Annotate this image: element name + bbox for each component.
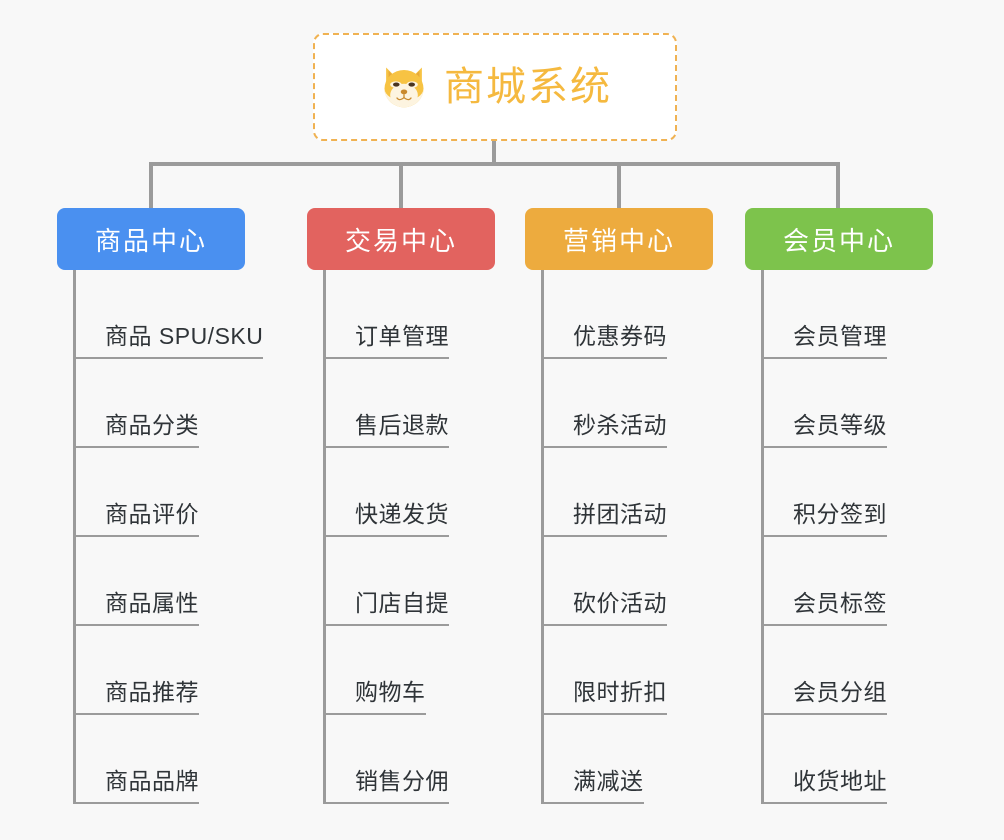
item-stub — [761, 357, 793, 359]
list-item[interactable]: 商品推荐 — [73, 626, 333, 715]
list-item-label: 商品品牌 — [105, 768, 199, 794]
list-item-label: 售后退款 — [355, 412, 449, 438]
item-stub — [73, 624, 105, 626]
list-item[interactable]: 售后退款 — [323, 359, 583, 448]
list-item[interactable]: 优惠券码 — [541, 270, 801, 359]
item-stub — [761, 446, 793, 448]
list-item[interactable]: 满减送 — [541, 715, 801, 804]
list-item[interactable]: 积分签到 — [761, 448, 1004, 537]
list-item-label: 商品属性 — [105, 590, 199, 616]
list-item[interactable]: 快递发货 — [323, 448, 583, 537]
item-stub — [761, 802, 793, 804]
root-node-mall-system[interactable]: 商城系统 — [313, 33, 677, 141]
list-item[interactable]: 门店自提 — [323, 537, 583, 626]
group-header-2[interactable]: 交易中心 — [307, 208, 495, 270]
connector-drop-3 — [617, 162, 621, 208]
list-item-label: 订单管理 — [355, 323, 449, 349]
root-node-title: 商城系统 — [444, 65, 612, 109]
item-stub — [323, 357, 355, 359]
item-stub — [761, 624, 793, 626]
item-stub — [73, 713, 105, 715]
group-items-1: 商品 SPU/SKU 商品分类 商品评价 商品属性 商品推荐 商品品牌 — [73, 270, 333, 804]
shiba-dog-face-icon — [378, 61, 430, 113]
group-header-4[interactable]: 会员中心 — [745, 208, 933, 270]
list-item-label: 购物车 — [355, 679, 426, 705]
list-item[interactable]: 限时折扣 — [541, 626, 801, 715]
group-spine-3 — [541, 270, 544, 804]
list-item-label: 商品评价 — [105, 501, 199, 527]
list-item[interactable]: 会员等级 — [761, 359, 1004, 448]
list-item-label: 商品推荐 — [105, 679, 199, 705]
group-items-4: 会员管理 会员等级 积分签到 会员标签 会员分组 收货地址 — [761, 270, 1004, 804]
list-item[interactable]: 商品品牌 — [73, 715, 333, 804]
item-stub — [73, 535, 105, 537]
list-item[interactable]: 会员管理 — [761, 270, 1004, 359]
list-item[interactable]: 拼团活动 — [541, 448, 801, 537]
group-header-label: 商品中心 — [94, 225, 207, 256]
group-header-label: 会员中心 — [782, 225, 895, 256]
item-stub — [323, 624, 355, 626]
item-stub — [541, 357, 573, 359]
list-item[interactable]: 收货地址 — [761, 715, 1004, 804]
list-item-label: 会员分组 — [793, 679, 887, 705]
item-stub — [541, 624, 573, 626]
list-item-label: 满减送 — [573, 768, 644, 794]
item-stub — [323, 535, 355, 537]
list-item-label: 快递发货 — [355, 501, 449, 527]
item-stub — [73, 357, 105, 359]
list-item[interactable]: 秒杀活动 — [541, 359, 801, 448]
group-spine-4 — [761, 270, 764, 804]
connector-drop-4 — [836, 162, 840, 208]
list-item[interactable]: 销售分佣 — [323, 715, 583, 804]
group-spine-2 — [323, 270, 326, 804]
list-item[interactable]: 商品属性 — [73, 537, 333, 626]
list-item-label: 会员等级 — [793, 412, 887, 438]
list-item[interactable]: 商品分类 — [73, 359, 333, 448]
item-stub — [761, 535, 793, 537]
list-item[interactable]: 商品评价 — [73, 448, 333, 537]
group-header-label: 交易中心 — [344, 225, 457, 256]
list-item[interactable]: 砍价活动 — [541, 537, 801, 626]
list-item[interactable]: 会员标签 — [761, 537, 1004, 626]
list-item[interactable]: 商品 SPU/SKU — [73, 270, 333, 359]
list-item-label: 商品 SPU/SKU — [105, 323, 264, 349]
list-item[interactable]: 会员分组 — [761, 626, 1004, 715]
group-spine-1 — [73, 270, 76, 804]
list-item-label: 限时折扣 — [573, 679, 667, 705]
item-stub — [541, 446, 573, 448]
group-items-3: 优惠券码 秒杀活动 拼团活动 砍价活动 限时折扣 满减送 — [541, 270, 801, 804]
list-item[interactable]: 购物车 — [323, 626, 583, 715]
list-item-label: 优惠券码 — [573, 323, 667, 349]
list-item-label: 秒杀活动 — [573, 412, 667, 438]
list-item-label: 积分签到 — [793, 501, 887, 527]
connector-horizontal-bus — [150, 162, 840, 166]
item-stub — [323, 713, 355, 715]
connector-drop-2 — [399, 162, 403, 208]
item-stub — [73, 446, 105, 448]
item-stub — [541, 535, 573, 537]
list-item-label: 门店自提 — [355, 590, 449, 616]
group-header-label: 营销中心 — [562, 225, 675, 256]
list-item-label: 会员标签 — [793, 590, 887, 616]
list-item[interactable]: 订单管理 — [323, 270, 583, 359]
item-stub — [541, 802, 573, 804]
list-item-label: 销售分佣 — [355, 768, 449, 794]
connector-drop-1 — [149, 162, 153, 208]
group-header-3[interactable]: 营销中心 — [525, 208, 713, 270]
list-item-label: 收货地址 — [793, 768, 887, 794]
group-header-1[interactable]: 商品中心 — [57, 208, 245, 270]
item-stub — [541, 713, 573, 715]
group-items-2: 订单管理 售后退款 快递发货 门店自提 购物车 销售分佣 — [323, 270, 583, 804]
connector-root-stem — [492, 141, 496, 164]
item-stub — [761, 713, 793, 715]
item-stub — [73, 802, 105, 804]
list-item-label: 拼团活动 — [573, 501, 667, 527]
item-stub — [323, 446, 355, 448]
list-item-label: 砍价活动 — [573, 590, 667, 616]
list-item-label: 商品分类 — [105, 412, 199, 438]
item-stub — [323, 802, 355, 804]
list-item-label: 会员管理 — [793, 323, 887, 349]
